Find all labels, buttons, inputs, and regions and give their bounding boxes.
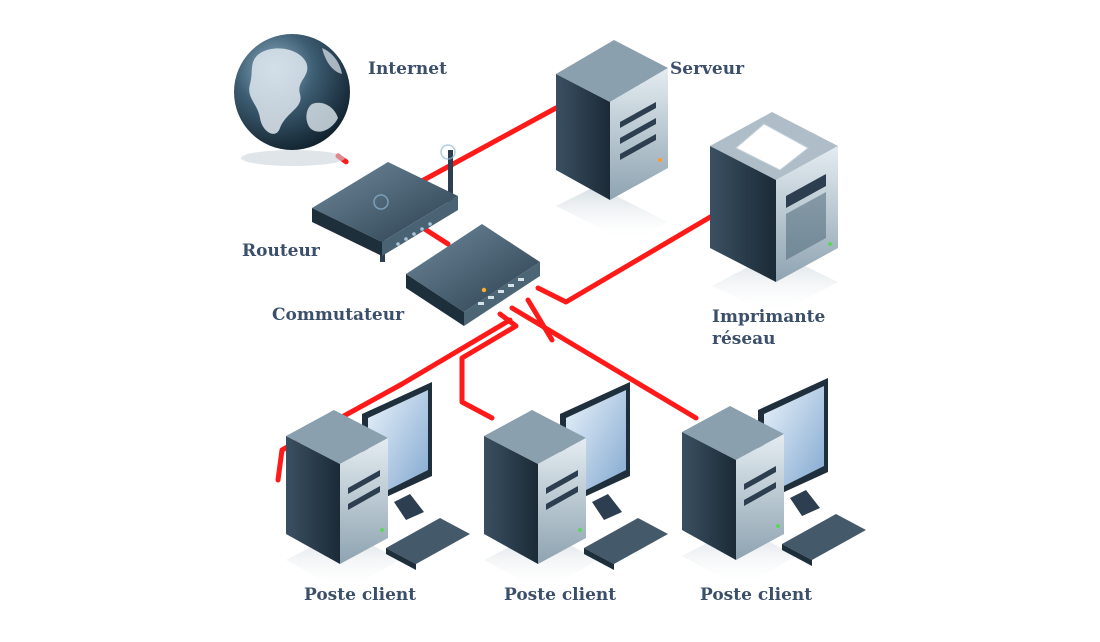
cable-switch-printer bbox=[535, 213, 715, 305]
switch-icon bbox=[406, 224, 540, 326]
server-icon bbox=[556, 40, 668, 242]
label-poste-client-2: Poste client bbox=[504, 585, 617, 605]
label-reseau: réseau bbox=[712, 329, 776, 349]
label-imprimante: Imprimante bbox=[712, 307, 826, 327]
router-icon bbox=[312, 144, 458, 262]
cable-switch-client3b bbox=[525, 297, 555, 343]
cable-router-server bbox=[417, 105, 559, 185]
label-serveur: Serveur bbox=[670, 59, 745, 79]
label-poste-client-3: Poste client bbox=[700, 585, 813, 605]
label-poste-client-1: Poste client bbox=[304, 585, 417, 605]
globe-icon bbox=[234, 34, 350, 166]
label-commutateur: Commutateur bbox=[272, 305, 405, 325]
workstation-icon-2 bbox=[484, 382, 668, 592]
workstation-icon-1 bbox=[286, 382, 470, 592]
cable-switch-client2 bbox=[459, 311, 519, 421]
label-internet: Internet bbox=[368, 59, 447, 79]
workstation-icon-3 bbox=[682, 378, 866, 588]
label-routeur: Routeur bbox=[242, 241, 320, 261]
printer-icon bbox=[710, 112, 838, 316]
